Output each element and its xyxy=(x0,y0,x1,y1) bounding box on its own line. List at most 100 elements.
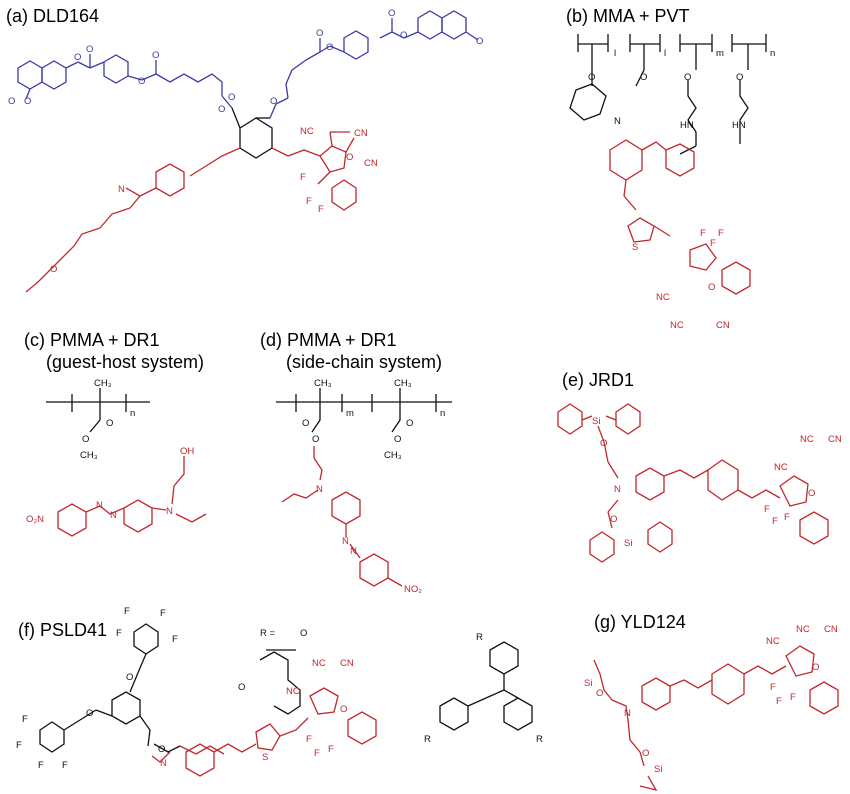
atom-s: S xyxy=(632,242,638,253)
atom-nc: NC xyxy=(766,636,780,647)
panel-a-title: (a) DLD164 xyxy=(6,6,99,26)
atom-nc: NC xyxy=(670,320,684,331)
atom-f: F xyxy=(16,740,22,751)
subscript-n: n xyxy=(130,408,135,419)
panel-c-title-line2: (guest-host system) xyxy=(46,352,204,372)
atom-cn: CN xyxy=(716,320,730,331)
atom-s: S xyxy=(262,752,268,763)
dld164-red-chromophore xyxy=(25,131,357,293)
panel-f-title: (f) PSLD41 xyxy=(18,620,107,640)
atom-o: O xyxy=(610,514,617,525)
atom-nc: NC xyxy=(774,462,788,473)
atom-o: O xyxy=(406,418,413,429)
atom-ch3: CH₃ xyxy=(314,378,332,389)
atom-cf3-f: F xyxy=(700,228,706,239)
atom-f: F xyxy=(22,714,28,725)
panel-e-jrd1: (e) JRD1 Si O N O Si NC NC CN O xyxy=(557,370,842,563)
pvt-backbone xyxy=(569,34,767,155)
atom-o: O xyxy=(808,488,815,499)
atom-o: O xyxy=(24,96,31,107)
atom-cn: CN xyxy=(828,434,842,445)
panel-b-mma-pvt: (b) MMA + PVT l l m n O O O O HN HN N xyxy=(566,6,775,331)
atom-o: O xyxy=(388,8,395,19)
atom-n: N xyxy=(614,116,621,127)
panel-a-dld164: (a) DLD164 O O O O O O O O xyxy=(6,6,483,293)
atom-o: O xyxy=(346,152,353,163)
atom-ch3: CH₃ xyxy=(94,378,112,389)
atom-nc: NC xyxy=(286,686,300,697)
atom-o: O xyxy=(8,96,15,107)
atom-f: F xyxy=(772,516,778,527)
subscript-l: l xyxy=(664,48,666,59)
atom-o: O xyxy=(736,72,743,83)
atom-nc: NC xyxy=(312,658,326,669)
atom-o: O xyxy=(158,744,165,755)
panel-d-title-line2: (side-chain system) xyxy=(286,352,442,372)
atom-f: F xyxy=(306,734,312,745)
atom-si: Si xyxy=(624,538,632,549)
atom-ch3: CH₃ xyxy=(394,378,412,389)
atom-no2: NO₂ xyxy=(404,584,422,595)
atom-o: O xyxy=(596,688,603,699)
atom-cn: CN xyxy=(364,158,378,169)
atom-hn: HN xyxy=(732,120,746,131)
r-definition-label: R = xyxy=(260,628,276,639)
atom-o: O xyxy=(684,72,691,83)
atom-n: N xyxy=(118,184,125,195)
atom-o: O xyxy=(138,76,145,87)
atom-n: N xyxy=(110,510,117,521)
atom-f: F xyxy=(306,196,312,207)
atom-f: F xyxy=(314,748,320,759)
atom-f: F xyxy=(172,634,178,645)
dld164-coumarin-left xyxy=(17,54,233,109)
atom-f: F xyxy=(300,172,306,183)
atom-si: Si xyxy=(592,416,600,427)
panel-e-title: (e) JRD1 xyxy=(562,370,634,390)
dld164-central-ring xyxy=(231,107,273,159)
atom-n: N xyxy=(96,500,103,511)
atom-f: F xyxy=(764,504,770,515)
atom-n: N xyxy=(624,708,631,719)
atom-f: F xyxy=(318,204,324,215)
panel-d-title-line1: (d) PMMA + DR1 xyxy=(260,330,397,350)
atom-n: N xyxy=(350,546,357,557)
atom-oh: OH xyxy=(180,446,194,457)
atom-f: F xyxy=(770,682,776,693)
atom-f: F xyxy=(38,760,44,771)
atom-o: O xyxy=(106,418,113,429)
atom-si: Si xyxy=(654,764,662,775)
subscript-n: n xyxy=(770,48,775,59)
atom-nc: NC xyxy=(656,292,670,303)
atom-f: F xyxy=(776,696,782,707)
atom-o: O xyxy=(400,30,407,41)
atom-o: O xyxy=(312,434,319,445)
atom-o: O xyxy=(50,264,57,275)
atom-f: F xyxy=(710,238,716,249)
panel-f-psld41: (f) PSLD41 R = O R R R F F F xyxy=(16,606,543,777)
atom-o: O xyxy=(302,418,309,429)
atom-o: O xyxy=(86,708,93,719)
atom-o: O xyxy=(476,36,483,47)
atom-o: O xyxy=(640,72,647,83)
panel-b-title: (b) MMA + PVT xyxy=(566,6,690,26)
atom-o: O xyxy=(812,662,819,673)
atom-cn: CN xyxy=(824,624,838,635)
subscript-m: m xyxy=(346,408,354,419)
jrd1-red-chromophore xyxy=(557,403,829,563)
atom-n: N xyxy=(614,484,621,495)
atom-f: F xyxy=(790,692,796,703)
atom-f: F xyxy=(328,744,334,755)
pmma-backbone-c xyxy=(46,388,150,433)
atom-r: R xyxy=(476,632,483,643)
panel-c-pmma-dr1-guest-host: (c) PMMA + DR1 (guest-host system) n CH₃… xyxy=(24,330,207,537)
panel-c-title-line1: (c) PMMA + DR1 xyxy=(24,330,160,350)
atom-o: O xyxy=(316,28,323,39)
atom-f: F xyxy=(718,228,724,239)
atom-r: R xyxy=(424,734,431,745)
atom-o: O xyxy=(708,282,715,293)
pmma-backbone-d xyxy=(276,388,452,433)
atom-r: R xyxy=(536,734,543,745)
atom-si: Si xyxy=(584,678,592,689)
atom-nc: NC xyxy=(800,434,814,445)
atom-f: F xyxy=(160,608,166,619)
